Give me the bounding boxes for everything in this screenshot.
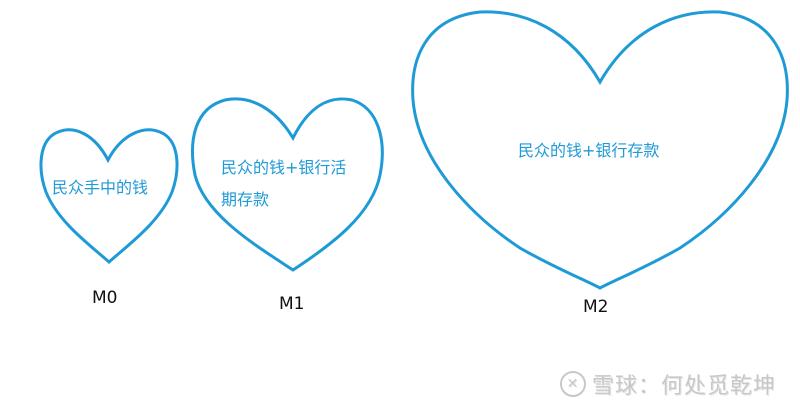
heart-m2-text-line: 民众的钱+银行存款 bbox=[518, 141, 660, 160]
heart-m1-text-line-2: 期存款 bbox=[221, 190, 270, 209]
heart-m0-text-line: 民众手中的钱 bbox=[52, 178, 149, 197]
heart-m1-label: M1 bbox=[279, 294, 305, 314]
heart-m2-shape bbox=[411, 10, 789, 290]
heart-m2-text: 民众的钱+银行存款 bbox=[518, 138, 659, 164]
heart-m0-text: 民众手中的钱 bbox=[52, 175, 148, 201]
snowball-logo-icon: ✕ bbox=[560, 371, 586, 397]
heart-m1-shape bbox=[191, 97, 384, 272]
heart-m0-label: M0 bbox=[92, 288, 118, 308]
heart-m1-text-line-1: 民众的钱+银行活 bbox=[221, 158, 347, 177]
heart-m1-text: 民众的钱+银行活 期存款 bbox=[221, 152, 346, 216]
watermark-text: 雪球：何处觅乾坤 bbox=[592, 374, 777, 399]
heart-m0-shape bbox=[39, 128, 179, 265]
heart-m2-label: M2 bbox=[583, 297, 609, 317]
watermark: ✕ 雪球：何处觅乾坤 bbox=[560, 368, 776, 400]
